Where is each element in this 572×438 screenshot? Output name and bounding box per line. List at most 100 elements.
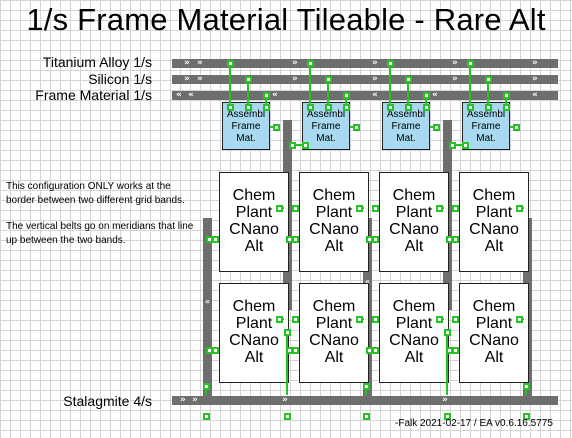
- label-frame: Frame Material 1/s: [35, 87, 152, 103]
- silicon-belt: »» »» »»: [172, 75, 558, 84]
- inserter: [446, 236, 453, 243]
- inserter: [366, 236, 373, 243]
- inserter: [284, 413, 291, 420]
- inserter-arm: [487, 82, 489, 104]
- note-paragraph-1: This configuration ONLY works at the bor…: [6, 181, 185, 206]
- inserter-arm: [270, 126, 274, 128]
- inserter-arm: [345, 96, 347, 104]
- inserter-arm: [327, 82, 329, 104]
- inserter-arm: [522, 318, 524, 320]
- titanium-belt: »» »» »»: [172, 59, 558, 68]
- inserter: [485, 104, 492, 111]
- inserter: [462, 142, 469, 149]
- inserter: [212, 347, 219, 354]
- inserter-arm: [407, 82, 409, 104]
- inserter: [433, 124, 440, 131]
- inserter: [292, 236, 299, 243]
- inserter: [245, 104, 252, 111]
- inserter-arm: [389, 66, 391, 106]
- inserter-arm: [442, 207, 444, 209]
- inserter: [302, 142, 309, 149]
- inserter: [343, 92, 350, 99]
- inserter: [206, 347, 213, 354]
- inserter-arm: [282, 207, 284, 209]
- inserter: [467, 104, 474, 111]
- label-titanium: Titanium Alloy 1/s: [42, 54, 152, 70]
- inserter: [423, 104, 430, 111]
- inserter: [227, 104, 234, 111]
- inserter: [503, 92, 510, 99]
- label-silicon: Silicon 1/s: [88, 71, 152, 87]
- inserter: [366, 347, 373, 354]
- inserter: [292, 316, 299, 323]
- inserter-arm: [309, 66, 311, 106]
- inserter-arm: [282, 318, 284, 320]
- inserter: [423, 92, 430, 99]
- inserter: [387, 104, 394, 111]
- inserter: [206, 236, 213, 243]
- inserter-arm: [286, 335, 288, 395]
- inserter-arm: [446, 335, 448, 395]
- inserter-arm: [510, 126, 514, 128]
- inserter: [452, 316, 459, 323]
- author-credit: -Falk 2021-02-17 / EA v0.6.16.5775: [395, 418, 553, 429]
- inserter-arm: [469, 66, 471, 106]
- inserter: [363, 413, 370, 420]
- inserter-arm: [430, 126, 434, 128]
- inserter-arm: [522, 207, 524, 209]
- vertical-belt-1: «: [203, 218, 212, 405]
- inserter: [405, 104, 412, 111]
- inserter: [343, 104, 350, 111]
- inserter: [444, 413, 451, 420]
- inserter: [372, 347, 379, 354]
- inserter: [372, 205, 379, 212]
- inserter: [325, 104, 332, 111]
- inserter-arm: [265, 96, 267, 104]
- inserter: [452, 205, 459, 212]
- inserter-arm: [425, 96, 427, 104]
- inserter-arm: [362, 318, 364, 320]
- inserter-arm: [362, 207, 364, 209]
- inserter: [523, 413, 530, 420]
- inserter: [212, 236, 219, 243]
- inserter: [286, 236, 293, 243]
- inserter-arm: [247, 82, 249, 104]
- config-note: This configuration ONLY works at the bor…: [6, 180, 196, 260]
- inserter-arm: [365, 389, 367, 395]
- inserter: [503, 104, 510, 111]
- inserter: [353, 124, 360, 131]
- inserter: [203, 413, 210, 420]
- inserter-arm: [455, 144, 463, 146]
- inserter: [372, 316, 379, 323]
- inserter-arm: [525, 389, 527, 395]
- inserter: [292, 205, 299, 212]
- diagram-title: 1/s Frame Material Tileable - Rare Alt: [26, 2, 546, 37]
- inserter-arm: [205, 389, 207, 395]
- inserter: [372, 236, 379, 243]
- inserter: [452, 347, 459, 354]
- inserter: [307, 104, 314, 111]
- inserter: [263, 92, 270, 99]
- inserter-arm: [505, 96, 507, 104]
- inserter-arm: [350, 126, 354, 128]
- inserter: [273, 124, 280, 131]
- inserter-arm: [295, 144, 303, 146]
- inserter-arm: [229, 66, 231, 106]
- inserter: [292, 347, 299, 354]
- inserter: [263, 104, 270, 111]
- frame-material-belt: «« «« ««: [172, 91, 558, 100]
- note-paragraph-2: The vertical belts go on meridians that …: [6, 221, 194, 246]
- inserter: [513, 124, 520, 131]
- inserter: [452, 236, 459, 243]
- label-stalagmite: Stalagmite 4/s: [63, 393, 152, 409]
- inserter-arm: [442, 318, 444, 320]
